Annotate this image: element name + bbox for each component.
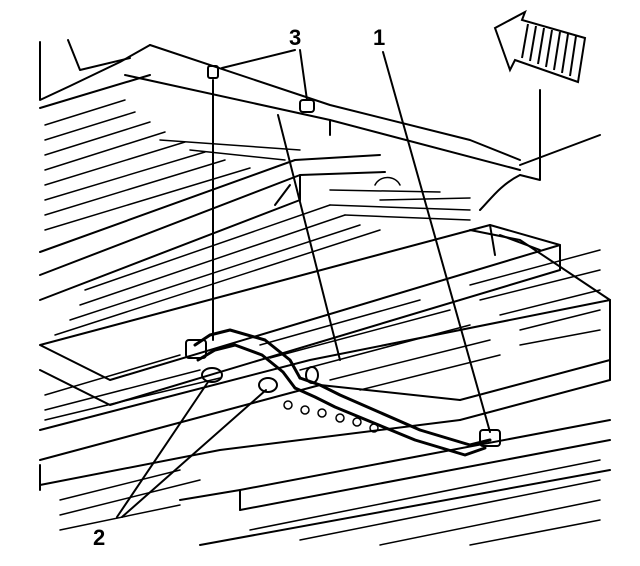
left-frame-rail [39,154,386,301]
floor-ribs-center [54,189,471,336]
callout-2: 2 [93,525,106,550]
front-arrow-icon [493,9,587,84]
floor-ribs-lower-left [44,299,501,421]
lower-frame-rail [39,299,611,546]
leader-lines [116,49,491,518]
callout-1: 1 [373,25,386,50]
floor-ribs-bottom [59,459,601,546]
floor-ribs-right [469,249,601,346]
bolt-holes [283,176,401,433]
brake-line-pipe [193,328,492,457]
upper-body-panel [39,39,601,211]
floor-ribs-upper-left [44,99,301,231]
callout-3: 3 [289,25,302,50]
fastener-clips [185,65,501,447]
